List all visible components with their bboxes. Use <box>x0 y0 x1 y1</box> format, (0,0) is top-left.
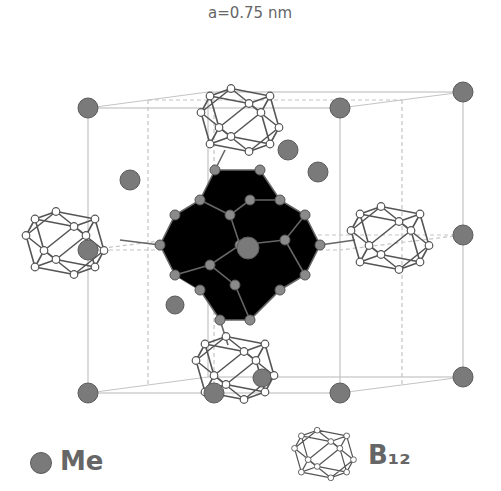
b12-cluster <box>192 333 278 404</box>
unit-cell <box>88 92 463 393</box>
cell-dimension: a=0.75 nm <box>208 4 292 22</box>
boron-network <box>120 150 355 345</box>
legend-text: B₁₂ <box>368 440 411 470</box>
boron-atoms <box>155 165 325 325</box>
b12-cluster <box>22 208 108 279</box>
legend-b12-sample <box>292 427 357 480</box>
me-atoms <box>78 82 473 403</box>
b12-cluster <box>347 203 433 274</box>
legend-swatch <box>30 452 52 474</box>
b12-cluster <box>197 85 283 156</box>
legend-text: Me <box>60 446 104 476</box>
